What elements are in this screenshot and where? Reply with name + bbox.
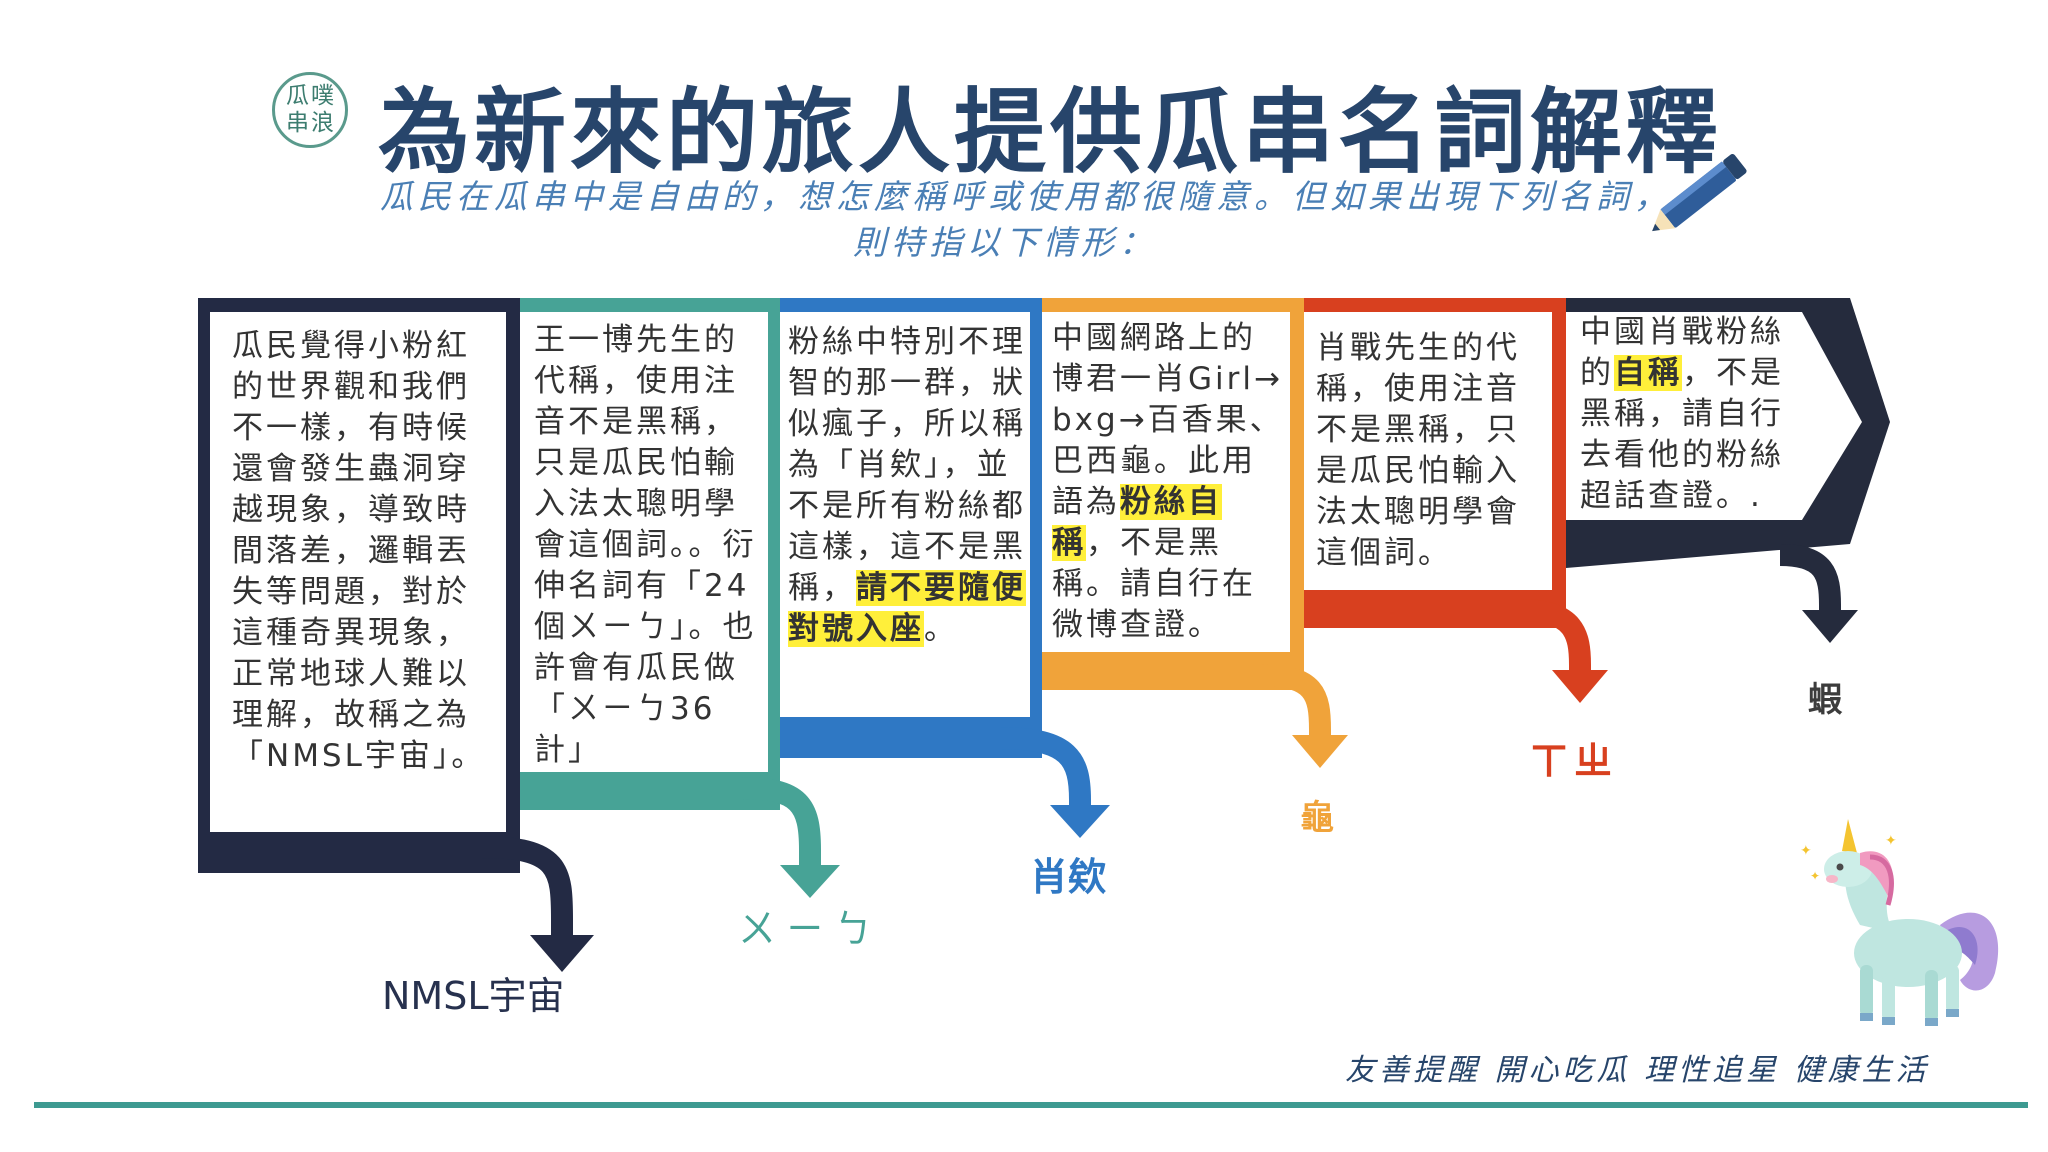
card-1-text: 瓜民覺得小粉紅的世界觀和我們不一樣，有時候還會發生蟲洞穿越現象，導致時間落差，邏… xyxy=(232,328,486,774)
footer-reminder: 友善提醒 開心吃瓜 理性追星 健康生活 xyxy=(1345,1053,1930,1088)
term-wyb: ㄨㄧㄅ xyxy=(738,907,883,951)
pencil-icon xyxy=(1652,153,1747,232)
card-2-text: 王一博先生的代稱，使用注音不是黑稱，只是瓜民怕輸入法太聰明學會這個詞。。衍伸名詞… xyxy=(534,322,757,768)
card-5: 肖戰先生的代稱，使用注音不是黑稱，只是瓜民怕輸入法太聰明學會這個詞。 xyxy=(1304,312,1552,590)
page-subtitle-line2: 則特指以下情形： xyxy=(853,223,1157,262)
term-xia: 蝦 xyxy=(1808,680,1842,720)
logo-badge: 瓜噗串浪 xyxy=(272,72,348,148)
page-subtitle-line1: 瓜民在瓜串中是自由的，想怎麼稱呼或使用都很隨意。但如果出現下列名詞， xyxy=(380,177,1672,216)
svg-text:✦: ✦ xyxy=(1810,869,1820,883)
card-6-text: 中國肖戰粉絲的自稱，不是黑稱，請自行去看他的粉絲超話查證。. xyxy=(1580,314,1784,514)
unicorn-icon: ✦ ✦ ✦ xyxy=(1800,819,1999,1026)
svg-text:✦: ✦ xyxy=(1800,843,1812,859)
card-5-text: 肖戰先生的代稱，使用注音不是黑稱，只是瓜民怕輸入法太聰明學會這個詞。 xyxy=(1316,330,1520,571)
term-gui: 龜 xyxy=(1300,798,1334,838)
svg-text:✦: ✦ xyxy=(1885,833,1897,849)
card-2: 王一博先生的代稱，使用注音不是黑稱，只是瓜民怕輸入法太聰明學會這個詞。。衍伸名詞… xyxy=(520,312,768,772)
card-4: 中國網路上的博君一肖Girl→bxg→百香果、巴西龜。此用語為粉絲自稱，不是黑稱… xyxy=(1042,312,1290,652)
page-title: 為新來的旅人提供瓜串名詞解釋 xyxy=(378,79,1723,186)
card-4-text: 中國網路上的博君一肖Girl→bxg→百香果、巴西龜。此用語為粉絲自稱，不是黑稱… xyxy=(1052,320,1284,643)
card-3: 粉絲中特別不理智的那一群，狀似瘋子，所以稱為「肖欸」，並不是所有粉絲都這樣，這不… xyxy=(780,312,1030,717)
logo-text: 瓜噗串浪 xyxy=(286,83,336,136)
card-6-highlight: 自稱 xyxy=(1614,355,1682,391)
bottom-divider xyxy=(34,1102,2028,1108)
term-xiaoai: 肖欸 xyxy=(1030,855,1107,899)
card-6: 中國肖戰粉絲的自稱，不是黑稱，請自行去看他的粉絲超話查證。. xyxy=(1566,312,1862,532)
card-3-text: 粉絲中特別不理智的那一群，狀似瘋子，所以稱為「肖欸」，並不是所有粉絲都這樣，這不… xyxy=(788,324,1026,647)
term-nmsl: NMSL宇宙 xyxy=(382,974,565,1018)
term-xz: ㄒㄓ xyxy=(1530,739,1619,783)
card-1: 瓜民覺得小粉紅的世界觀和我們不一樣，有時候還會發生蟲洞穿越現象，導致時間落差，邏… xyxy=(210,312,506,832)
